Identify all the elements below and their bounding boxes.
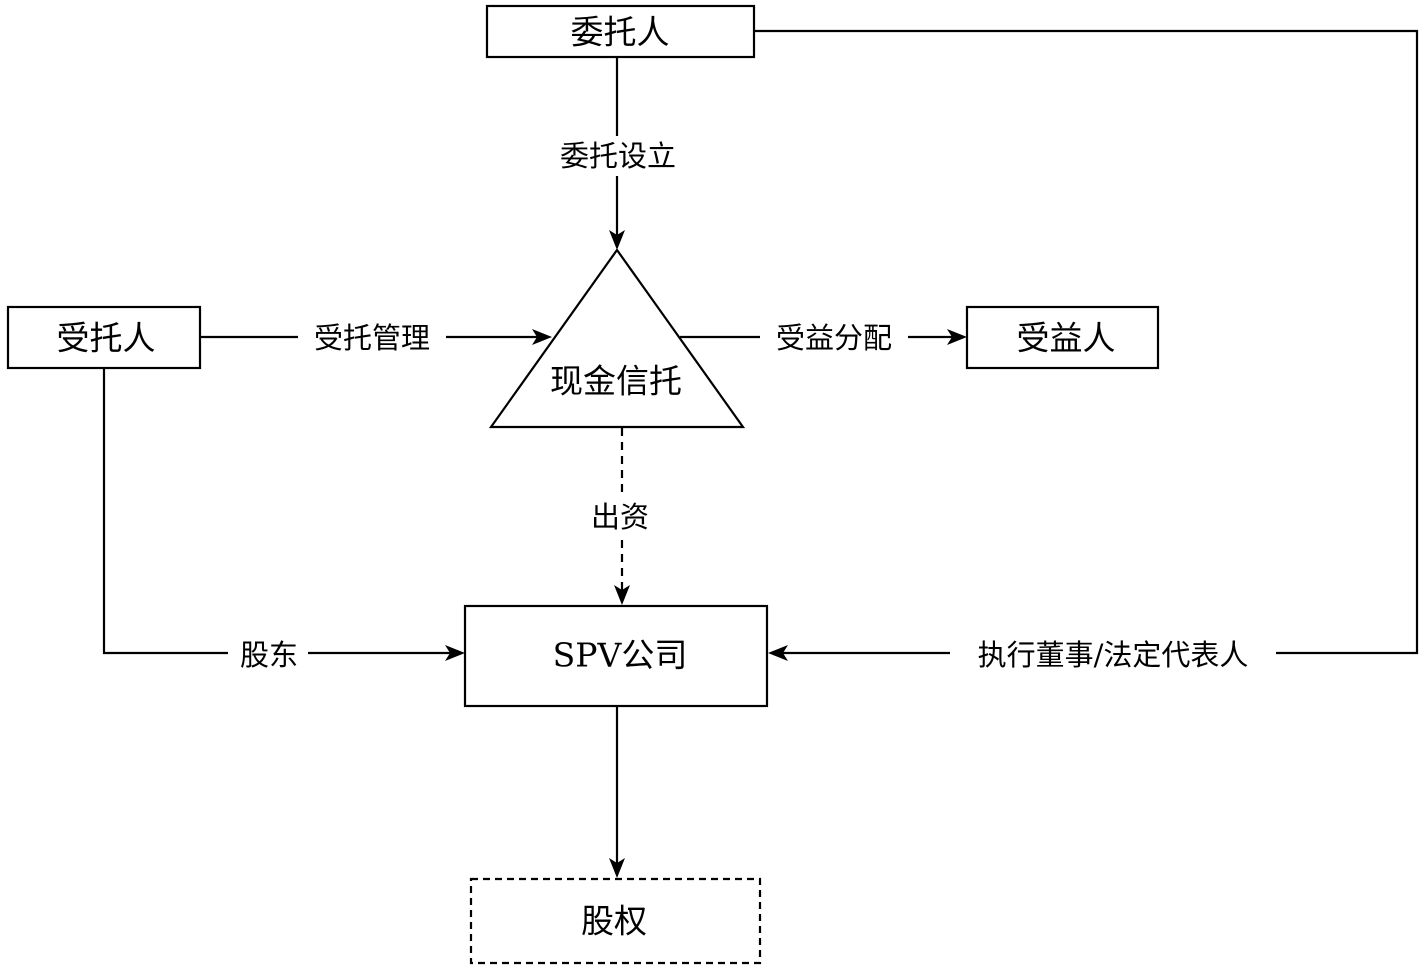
arrow-settlor-to-trust [609,230,625,250]
node-trust-label: 现金信托 [550,362,682,401]
arrow-trust-to-beneficiary [947,329,967,345]
node-settlor-label: 委托人 [571,13,670,52]
arrow-trustee-to-spv [445,645,465,661]
edge-label-trustee-to-trust: 受托管理 [314,321,430,355]
node-trustee-label: 受托人 [57,319,156,358]
edge-label-trust-to-beneficiary: 受益分配 [776,321,892,355]
edge-label-trustee-to-spv: 股东 [240,638,298,672]
arrow-spv-to-equity [609,858,625,878]
edge-trustee-to-spv [102,368,453,655]
arrow-settlor-to-spv [768,645,788,661]
edge-label-trust-to-spv: 出资 [591,500,649,534]
node-beneficiary-label: 受益人 [1017,319,1116,358]
node-beneficiary [965,305,1160,370]
node-settlor [485,4,756,59]
node-equity [469,877,762,965]
node-trustee [6,305,202,370]
edge-label-settlor-to-spv: 执行董事/法定代表人 [978,638,1249,672]
edge-label-settlor-to-trust: 委托设立 [560,139,676,173]
arrow-trustee-to-trust [532,329,552,345]
node-equity-label: 股权 [581,902,647,941]
arrow-trust-to-spv [614,585,630,605]
node-trust [488,248,746,429]
node-spv [463,604,769,708]
node-spv-label: SPV公司 [553,636,688,675]
